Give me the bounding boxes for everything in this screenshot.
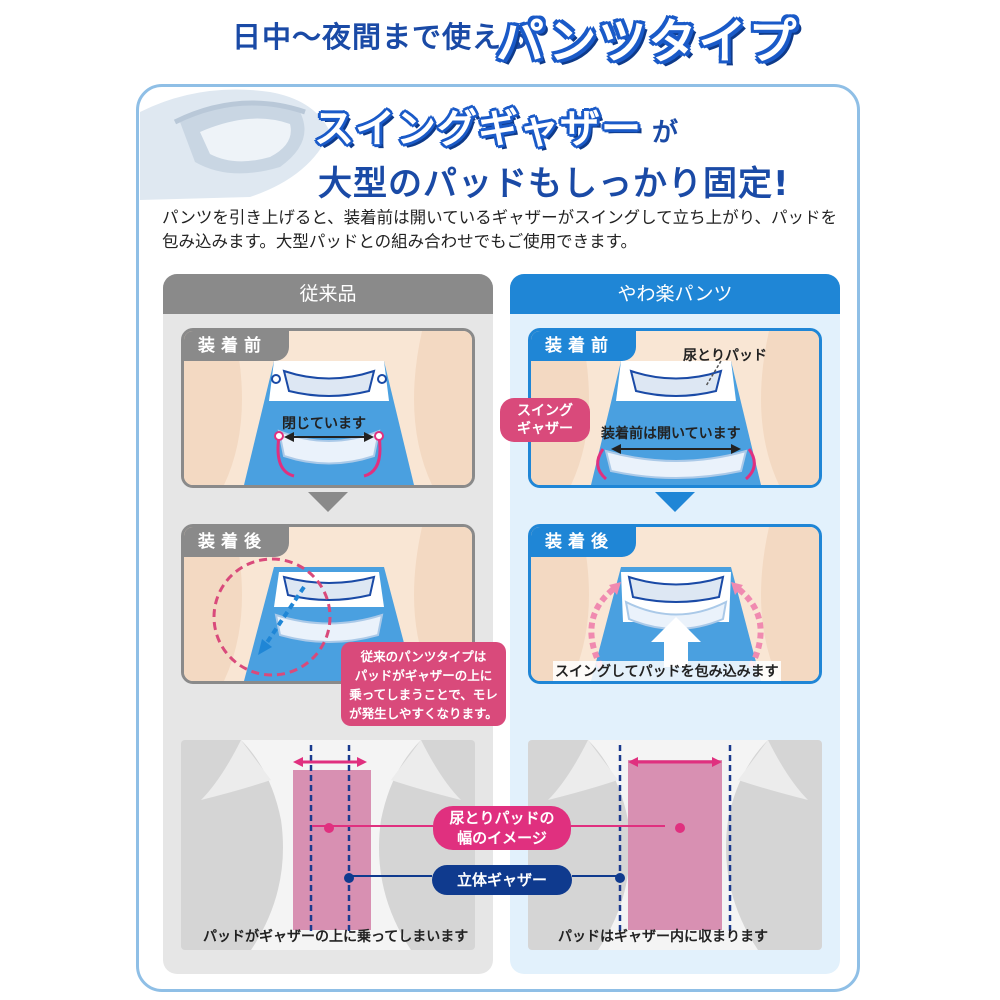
header-prefix: 日中〜夜間まで使える — [232, 20, 532, 54]
description-line: 包み込みます。大型パッドとの組み合わせでもご使用できます。 — [162, 232, 638, 251]
photo-caption: パッドがギャザーの上に乗ってしまいます — [203, 929, 469, 945]
product-illustration-icon — [140, 89, 330, 200]
column-title: 従来品 — [163, 274, 493, 314]
legend-connectors-icon — [312, 825, 665, 877]
closed-label: 閉じています — [282, 416, 366, 432]
after-diagram-icon — [531, 527, 819, 681]
callout-line: 従来のパンツタイプは — [360, 649, 487, 664]
column-title: やわ楽パンツ — [510, 274, 840, 314]
swing-line: ギャザー — [517, 421, 573, 437]
pad-label: 尿とりパッド — [683, 348, 767, 364]
column-yawaraku: やわ楽パンツ 装着前 尿とりパッド 装着前は開いています — [510, 274, 840, 974]
photo-conventional: パッドがギャザーの上に乗ってしまいます — [181, 740, 475, 950]
arrow-down-icon — [308, 492, 348, 512]
pad-photo-icon — [201, 740, 461, 950]
photo-caption: パッドはギャザー内に収まります — [558, 929, 768, 945]
callout-line: 乗ってしまうことで、モレ — [349, 687, 498, 702]
after-tag: 装着後 — [531, 527, 636, 557]
legend-line: 尿とりパッドの — [449, 809, 555, 827]
gather-legend: 立体ギャザー — [432, 865, 572, 895]
headline-particle: が — [652, 118, 679, 148]
pad-photo-icon — [548, 740, 808, 950]
photo-yawaraku: パッドはギャザー内に収まります — [528, 740, 822, 950]
headline-swing-gather: スイングギャザー — [314, 106, 642, 152]
callout-line: が発生しやすくなります。 — [349, 706, 498, 721]
conventional-callout: 従来のパンツタイプは パッドがギャザーの上に 乗ってしまうことで、モレ が発生し… — [341, 642, 506, 726]
description: パンツを引き上げると、装着前は開いているギャザーがスイングして立ち上がり、パッド… — [162, 206, 852, 254]
before-tag: 装着前 — [531, 331, 636, 361]
open-label: 装着前は開いています — [601, 426, 741, 442]
headline-secure: 大型のパッドもしっかり固定! — [318, 164, 790, 204]
panel-before: 装着前 閉じています — [181, 328, 475, 488]
swing-line: スイング — [517, 403, 573, 419]
description-line: パンツを引き上げると、装着前は開いているギャザーがスイングして立ち上がり、パッド… — [162, 208, 838, 227]
pad-width-legend: 尿とりパッドの 幅のイメージ — [433, 806, 571, 850]
arrow-down-icon — [655, 492, 695, 512]
callout-line: パッドがギャザーの上に — [354, 668, 493, 683]
after-tag: 装着後 — [184, 527, 289, 557]
panel-after: 装着後 スイングしてパッドを包み込みます — [528, 524, 822, 684]
legend-line: 幅のイメージ — [457, 829, 547, 847]
before-diagram-icon — [531, 331, 819, 485]
wrap-label: スイングしてパッドを包み込みます — [553, 661, 781, 681]
before-diagram-icon — [184, 331, 472, 485]
before-tag: 装着前 — [184, 331, 289, 361]
header-title: パンツタイプ — [496, 14, 799, 70]
swing-gather-bubble: スイング ギャザー — [500, 398, 590, 442]
